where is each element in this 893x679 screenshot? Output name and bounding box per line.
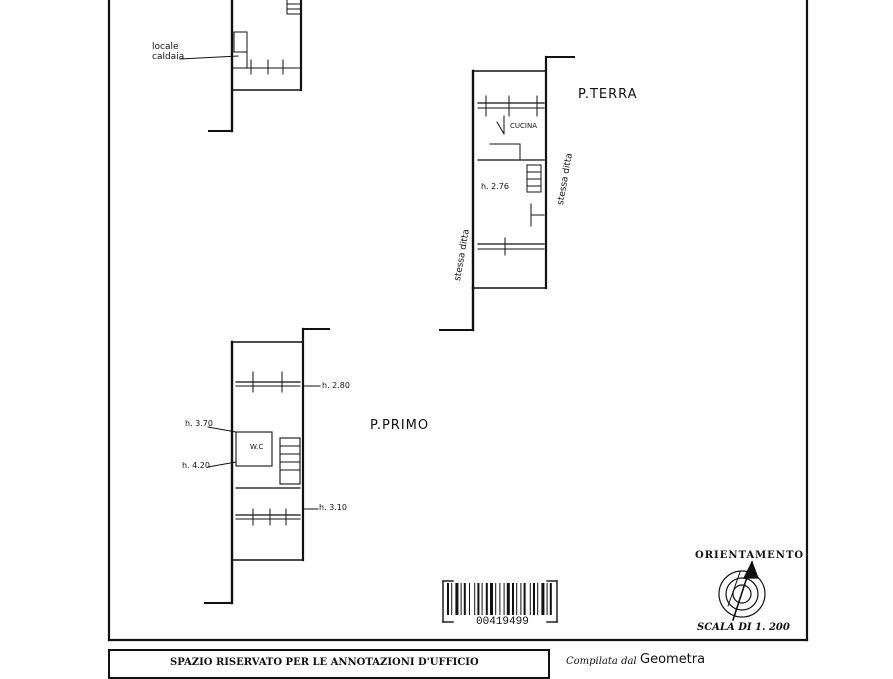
compiled-by-label: Compilata dal <box>566 656 637 667</box>
height-370-label: h. 3.70 <box>185 419 213 428</box>
height-310-label: h. 3.10 <box>319 503 347 512</box>
cucina-label: CUCINA <box>510 122 537 130</box>
scale-label: SCALA DI 1. 200 <box>697 622 790 633</box>
ground-floor-title: P.TERRA <box>578 87 638 102</box>
wc-label: W.C <box>250 443 264 451</box>
first-floor-plan <box>204 327 330 605</box>
barcode-number: 00419499 <box>476 616 529 628</box>
height-280-label: h. 2.80 <box>322 381 350 390</box>
ground-height-label: h. 2.76 <box>481 182 509 191</box>
barcode-frame <box>442 580 558 623</box>
locale-caldaia-line1: locale <box>152 42 179 52</box>
ground-floor-plan <box>439 55 575 332</box>
compiled-by-value: Geometra <box>640 652 706 667</box>
height-420-label: h. 4.20 <box>182 461 210 470</box>
locale-caldaia-line2: caldaia <box>152 52 185 62</box>
first-floor-title: P.PRIMO <box>370 418 430 433</box>
office-notes-title: SPAZIO RISERVATO PER LE ANNOTAZIONI D'UF… <box>170 657 479 668</box>
barcode-bars <box>447 583 552 615</box>
top-plan-fragment <box>179 0 303 133</box>
orientation-compass-icon <box>718 560 766 622</box>
locale-caldaia-label: locale caldaia <box>152 42 184 62</box>
orientation-title: ORIENTAMENTO <box>695 550 805 561</box>
